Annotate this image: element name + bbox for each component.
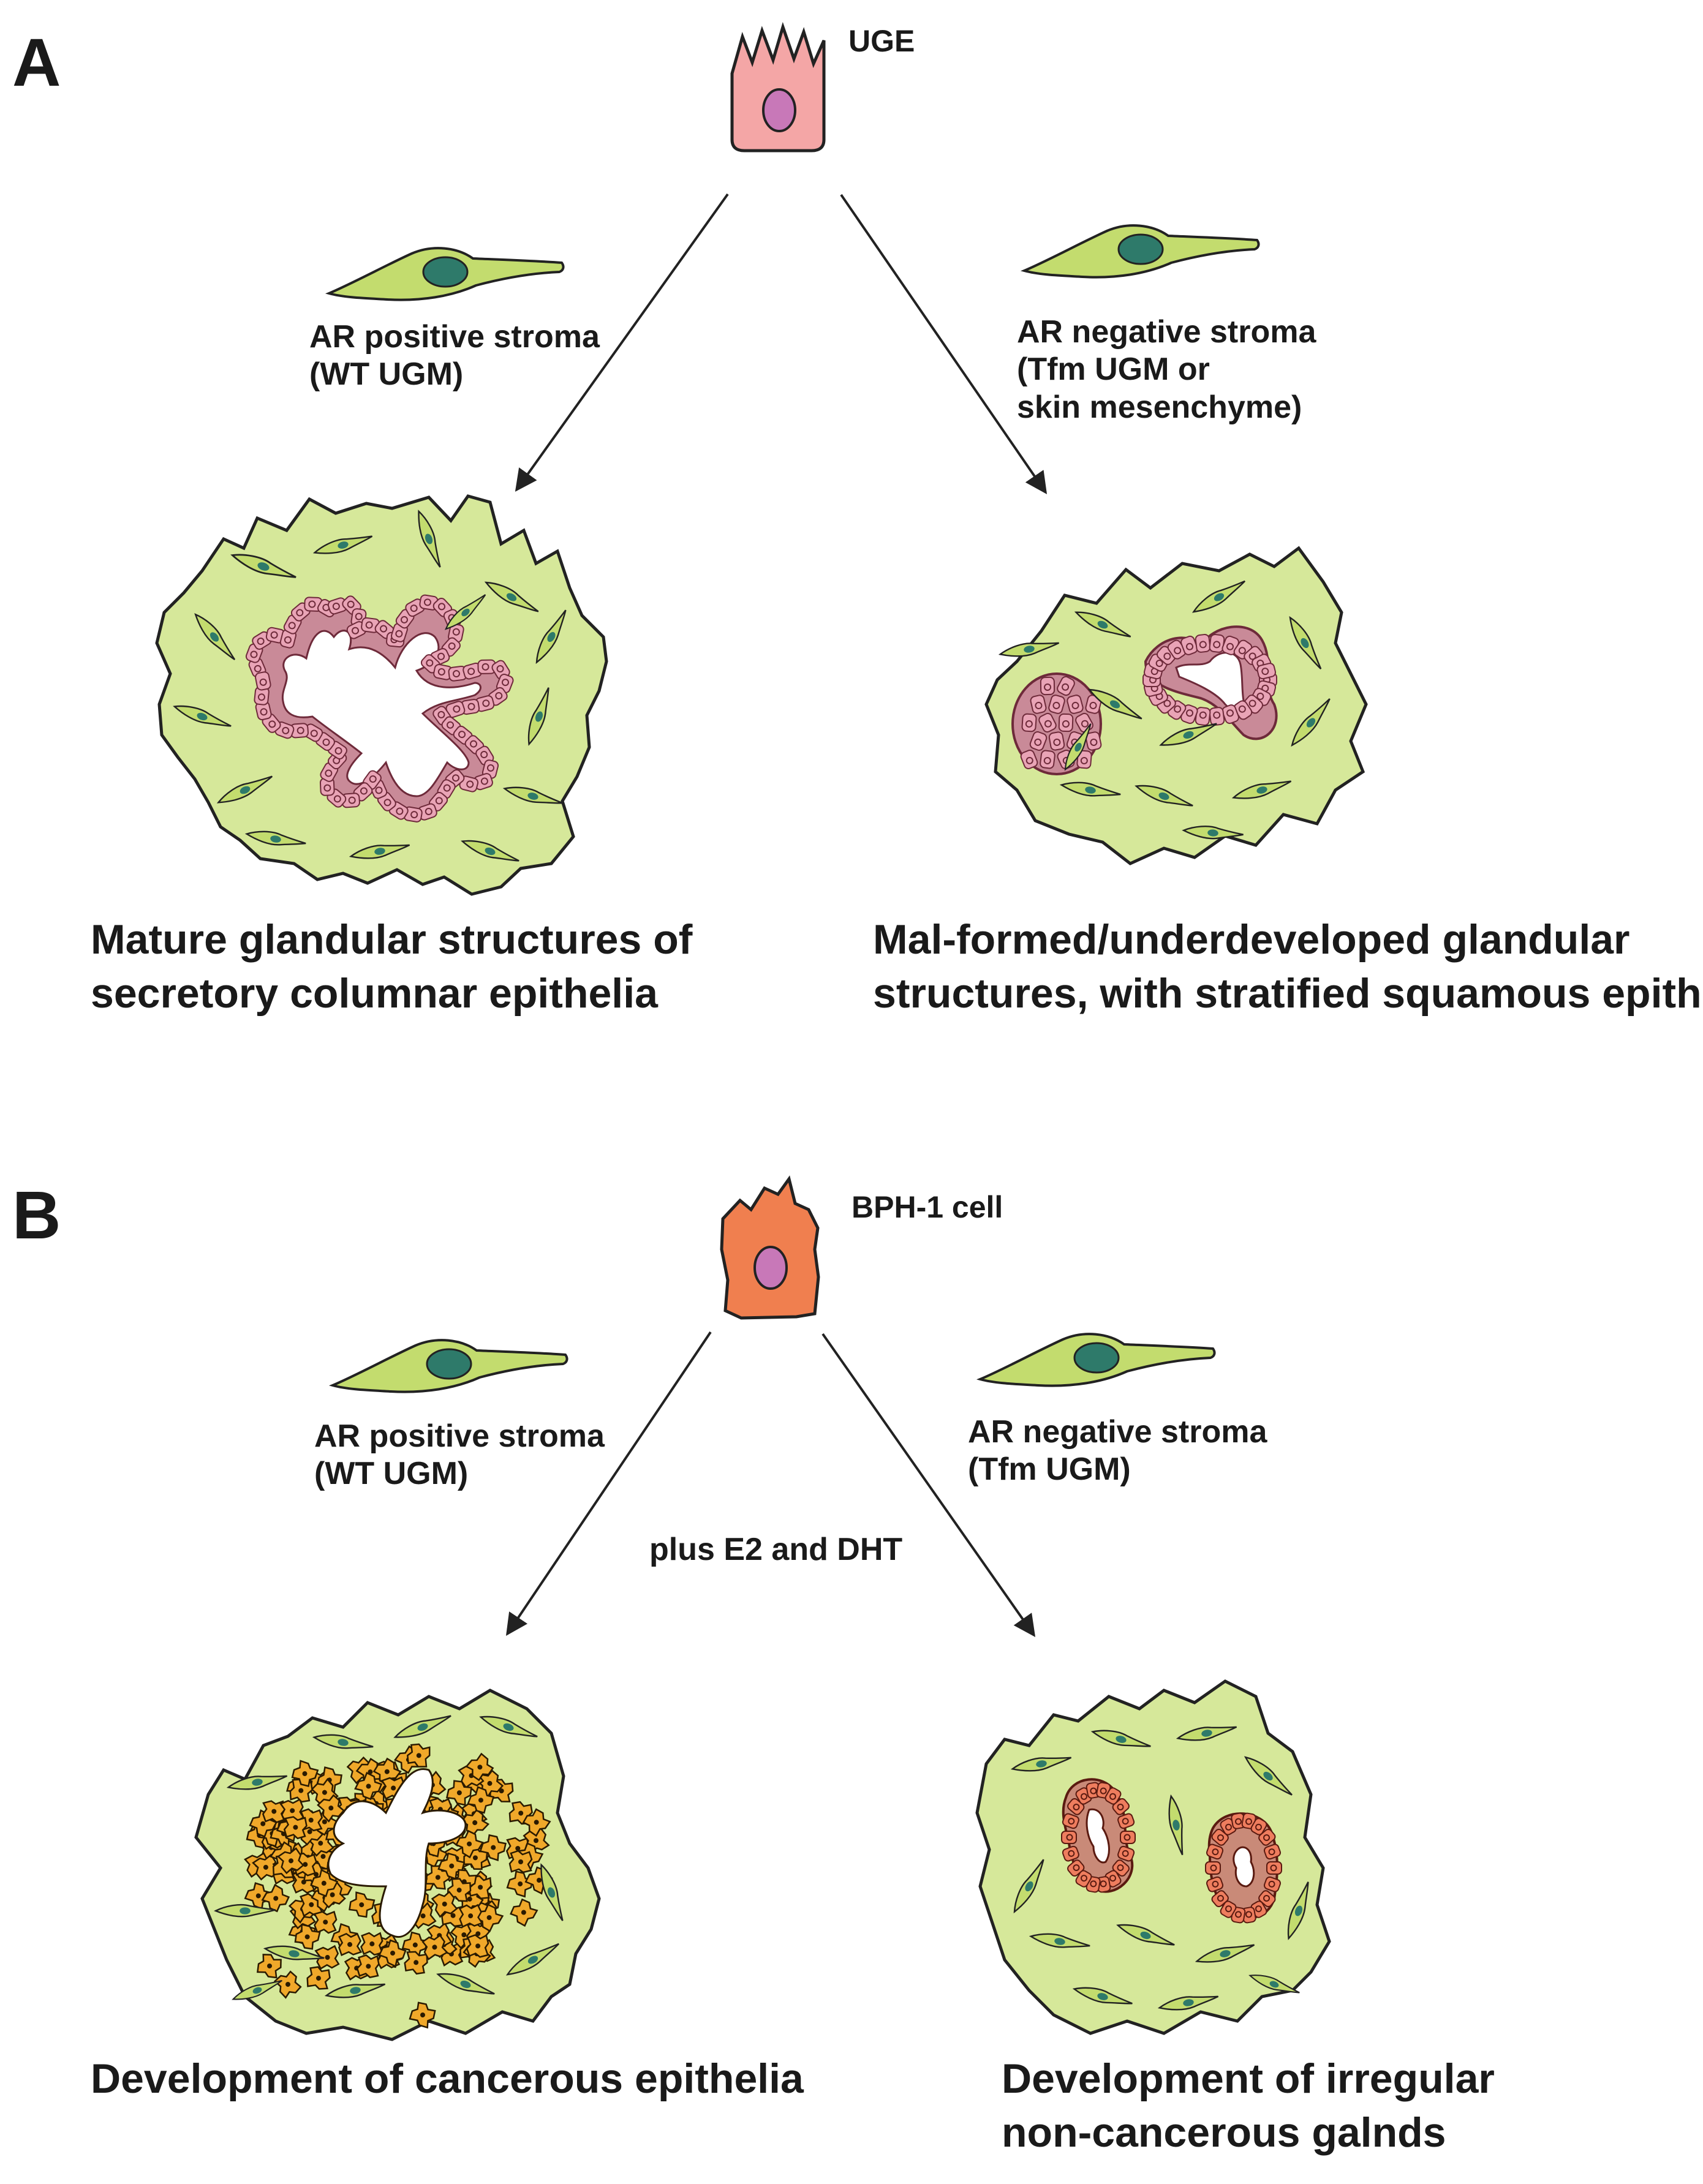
outcome-line: Mature glandular structures of bbox=[91, 916, 693, 963]
bph1-cell-icon bbox=[720, 1175, 820, 1320]
condition-label: plus E2 and DHT bbox=[649, 1532, 903, 1567]
stroma-cell-icon-a-left bbox=[328, 247, 565, 301]
stroma-label-line: skin mesenchyme) bbox=[1017, 389, 1302, 425]
outcome-line: Development of irregular bbox=[1002, 2055, 1495, 2102]
cancer-cell bbox=[283, 1815, 308, 1840]
stroma-label-line: (WT UGM) bbox=[314, 1456, 469, 1492]
panel-a-letter: A bbox=[12, 25, 61, 100]
squamous-cell bbox=[1040, 676, 1055, 696]
arrow-a-right bbox=[840, 194, 1048, 494]
cancer-cell bbox=[356, 1954, 380, 1979]
outcome-line: secretory columnar epithelia bbox=[91, 970, 658, 1017]
stroma-label-line: AR positive stroma bbox=[314, 1418, 605, 1454]
tissue-irregular-glands bbox=[975, 1679, 1331, 2035]
tissue-mature-glands bbox=[155, 494, 608, 896]
squamous-cell bbox=[1048, 731, 1066, 751]
gland-cell bbox=[1120, 1831, 1136, 1844]
stroma-label-line: AR negative stroma bbox=[1017, 314, 1316, 350]
panel-a-left-outcome: Mature glandular structures of secretory… bbox=[91, 913, 692, 1021]
gland-cell bbox=[1205, 1861, 1221, 1875]
panel-a-right-stroma-label: AR negative stroma (Tfm UGM or skin mese… bbox=[1017, 314, 1316, 426]
panel-a-left-stroma-label: AR positive stroma (WT UGM) bbox=[309, 318, 600, 394]
tissue-cancerous-epithelia bbox=[194, 1689, 601, 2041]
outcome-line: non-cancerous galnds bbox=[1002, 2109, 1446, 2156]
epithelial-cell bbox=[1194, 633, 1212, 653]
panel-b-left-outcome: Development of cancerous epithelia bbox=[91, 2052, 804, 2106]
gland-cell bbox=[1061, 1831, 1077, 1844]
squamous-cell bbox=[1058, 713, 1074, 732]
uge-label: UGE bbox=[848, 24, 915, 58]
stroma-cell-icon-b-left bbox=[331, 1339, 568, 1393]
stroma-label-line: AR positive stroma bbox=[309, 319, 600, 355]
epithelial-cell bbox=[254, 671, 272, 691]
stroma-cell-icon-b-right bbox=[979, 1333, 1216, 1387]
panel-b-right-outcome: Development of irregular non-cancerous g… bbox=[1002, 2052, 1495, 2160]
panel-b-letter: B bbox=[12, 1178, 61, 1253]
squamous-cell bbox=[1021, 713, 1037, 732]
arrow-b-right bbox=[821, 1333, 1036, 1637]
stroma-label-line: AR negative stroma bbox=[968, 1414, 1267, 1450]
outcome-line: Mal-formed/underdeveloped glandular bbox=[873, 916, 1630, 963]
cancer-cell bbox=[508, 1850, 533, 1873]
stroma-cell-icon-a-right bbox=[1023, 224, 1260, 279]
arrow-a-left bbox=[515, 193, 729, 492]
outcome-line: Development of cancerous epithelia bbox=[91, 2055, 804, 2102]
uge-cell-icon bbox=[730, 21, 826, 153]
stroma-label-line: (Tfm UGM) bbox=[968, 1452, 1131, 1488]
outcome-line: structures, with stratified squamous epi… bbox=[873, 970, 1703, 1017]
bph1-label: BPH-1 cell bbox=[852, 1190, 1003, 1224]
cancer-cell bbox=[360, 1931, 384, 1956]
stroma-label-line: (Tfm UGM or bbox=[1017, 352, 1210, 388]
arrow-b-left bbox=[505, 1331, 712, 1636]
cancer-cell bbox=[337, 1931, 363, 1957]
panel-b-left-stroma-label: AR positive stroma (WT UGM) bbox=[314, 1418, 605, 1493]
gland-cell bbox=[1266, 1861, 1282, 1875]
stroma-label-line: (WT UGM) bbox=[309, 356, 464, 393]
cancer-cell bbox=[313, 1910, 338, 1935]
cancer-cell bbox=[466, 1934, 489, 1958]
tissue-malformed-glands bbox=[984, 546, 1368, 865]
epithelial-cell bbox=[1208, 706, 1226, 726]
squamous-cell bbox=[1039, 749, 1056, 770]
panel-b-right-stroma-label: AR negative stroma (Tfm UGM) bbox=[968, 1414, 1267, 1489]
panel-a-right-outcome: Mal-formed/underdeveloped glandular stru… bbox=[873, 913, 1703, 1021]
cancer-cell bbox=[457, 1902, 484, 1929]
